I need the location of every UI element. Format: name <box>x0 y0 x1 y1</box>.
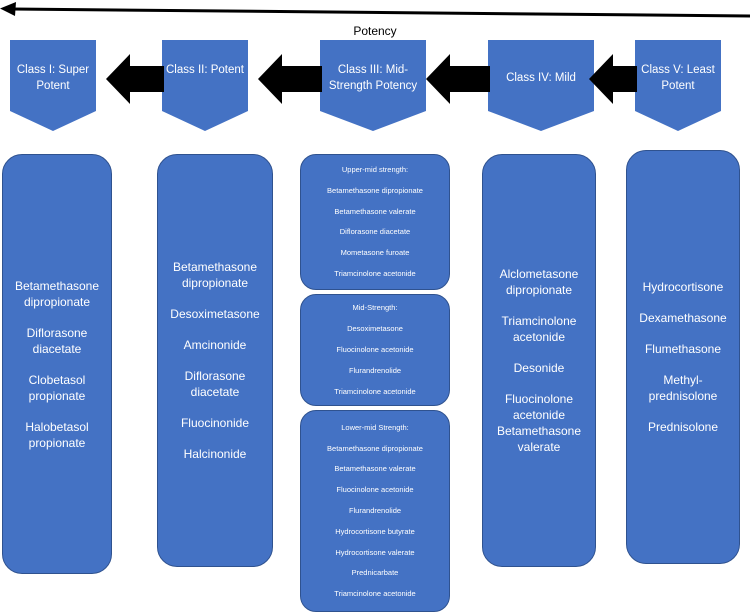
drug-item: Triamcinolone acetonide <box>334 386 416 396</box>
drug-item: Mometasone furoate <box>340 248 410 258</box>
drug-item: Methyl-prednisolone <box>648 373 718 403</box>
class-1-label: Class I: Super Potent <box>16 64 90 92</box>
potency-arrow <box>0 2 750 18</box>
drug-item: Betamethasone valerate <box>334 464 416 474</box>
class-5-header: Class V: Least Potent <box>635 40 721 131</box>
class-3-upper-mid-list: Upper-mid strength: Betamethasone diprop… <box>300 154 450 290</box>
class-3-lower-mid-list: Lower-mid Strength: Betamethasone diprop… <box>300 410 450 612</box>
arrow-class4-to-class3 <box>426 54 490 104</box>
drug-item: Prednicarbate <box>351 568 399 578</box>
drug-item: Fluocinonide <box>180 416 250 430</box>
drug-item: Betamethasone valerate <box>334 206 416 216</box>
drug-item: Fluocinolone acetonide <box>336 485 414 495</box>
drug-item: Desoximetasone <box>170 307 260 321</box>
class-1-drug-list: Betamethasone dipropionate Diflorasone d… <box>2 154 112 574</box>
drug-item: Amcinonide <box>183 338 247 352</box>
drug-item: Dexamethasone <box>639 311 727 325</box>
drug-item: Betamethasone dipropionate <box>14 278 100 309</box>
arrow-class3-to-class2 <box>258 54 322 104</box>
drug-item: Prednisolone <box>647 420 719 434</box>
class-1-header: Class I: Super Potent <box>10 40 96 131</box>
drug-item: Diflorasone diacetate <box>339 227 411 237</box>
class-5-label: Class V: Least Potent <box>641 64 715 92</box>
drug-item: Flurandrenolide <box>348 365 402 375</box>
drug-item: Betamethasone dipropionate <box>327 185 423 195</box>
potency-label: Potency <box>353 24 397 38</box>
class-4-label: Class IV: Mild <box>506 72 576 84</box>
class-3-mid-list: Mid-Strength: Desoximetasone Fluocinolon… <box>300 294 450 406</box>
drug-item: Diflorasone diacetate <box>26 325 88 356</box>
drug-item: Triamcinolone acetonide <box>334 589 416 599</box>
class-2-label: Class II: Potent <box>166 64 244 76</box>
drug-item: Triamcinolone acetonide <box>501 314 577 344</box>
drug-item: Hydrocortisone butyrate <box>335 526 415 536</box>
arrow-class2-to-class1 <box>106 54 164 104</box>
drug-item: Hydrocortisone valerate <box>335 547 415 557</box>
subgroup-title: Upper-mid strength: <box>341 165 409 175</box>
drug-item: Halcinonide <box>183 447 247 461</box>
class-4-header: Class IV: Mild <box>488 40 594 131</box>
drug-item: Desonide <box>513 361 565 375</box>
class-2-drug-list: Betamethasone dipropionate Desoximetason… <box>157 154 273 567</box>
drug-item: Desoximetasone <box>347 324 403 334</box>
drug-item: Betamethasone dipropionate <box>172 260 258 290</box>
drug-item: Triamcinolone acetonide <box>334 268 416 278</box>
subgroup-title: Mid-Strength: <box>352 303 398 313</box>
drug-item: Fluocinolone acetonide Betamethasone val… <box>496 392 582 454</box>
drug-item: Betamethasone dipropionate <box>327 443 423 453</box>
class-3-label: Class III: Mid-Strength Potency <box>328 64 418 92</box>
class-5-drug-list: Hydrocortisone Dexamethasone Flumethason… <box>626 150 740 564</box>
drug-item: Diflorasone diacetate <box>184 369 246 399</box>
drug-item: Halobetasol propionate <box>25 419 89 450</box>
drug-item: Alclometasone dipropionate <box>499 267 579 297</box>
class-2-header: Class II: Potent <box>162 40 248 131</box>
arrow-class5-to-class4 <box>589 54 637 104</box>
drug-item: Flurandrenolide <box>348 506 402 515</box>
drug-item: Flumethasone <box>644 342 722 356</box>
drug-item: Hydrocortisone <box>642 280 724 294</box>
drug-item: Fluocinolone acetonide <box>336 345 414 354</box>
drug-item: Clobetasol propionate <box>28 372 86 403</box>
subgroup-title: Lower-mid Strength: <box>341 422 409 432</box>
class-3-header: Class III: Mid-Strength Potency <box>320 40 426 131</box>
class-4-drug-list: Alclometasone dipropionate Triamcinolone… <box>482 154 596 567</box>
